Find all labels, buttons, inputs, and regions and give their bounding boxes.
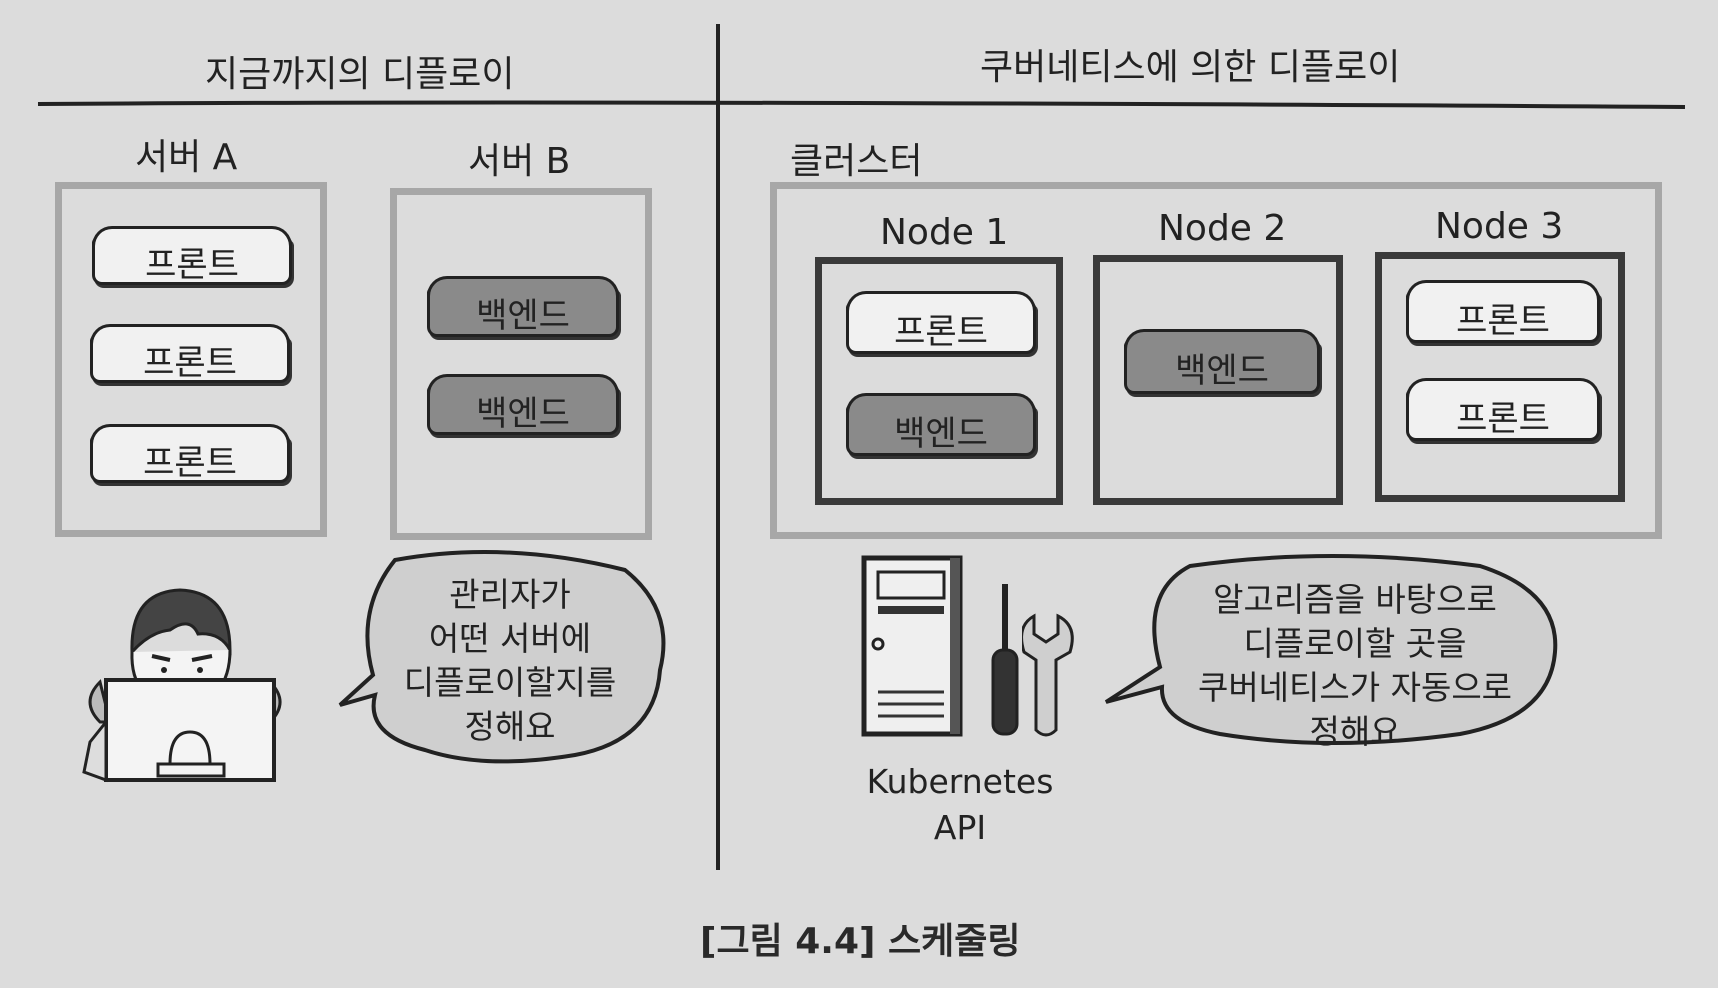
bubble-left-line: 어떤 서버에 [428, 619, 592, 658]
figure-caption: [그림 4.4] 스케줄링 [700, 921, 1021, 962]
admin-person-icon [82, 588, 282, 783]
bubble-right-line: 쿠버네티스가 자동으로 [1197, 668, 1513, 707]
bubble-right-line: 정해요 [1309, 712, 1401, 751]
bubble-left-line: 디플로이할지를 [403, 663, 617, 702]
node-2-box: 백엔드 [1093, 255, 1343, 505]
speech-bubble-right [1104, 554, 1558, 745]
node-1-box: 프론트 백엔드 [815, 257, 1063, 505]
node-3-box: 프론트 프론트 [1375, 252, 1625, 502]
frontend-block: 프론트 [1406, 378, 1600, 441]
api-label-line: API [933, 808, 987, 847]
cluster-label: 클러스터 [790, 141, 923, 182]
bubble-left-line: 정해요 [464, 707, 556, 746]
server-a-label: 서버 A [135, 137, 238, 178]
backend-block: 백엔드 [427, 374, 619, 435]
wrench-icon [1022, 613, 1074, 737]
frontend-block: 프론트 [90, 424, 290, 483]
cluster-box [770, 182, 1662, 539]
speech-bubble-left [338, 550, 666, 764]
screwdriver-icon [991, 584, 1019, 736]
node-3-label: Node 3 [1435, 206, 1564, 247]
left-heading: 지금까지의 디플로이 [205, 54, 515, 95]
right-heading: 쿠버네티스에 의한 디플로이 [980, 47, 1401, 88]
server-tower-icon [861, 555, 963, 737]
node-1-label: Node 1 [880, 212, 1009, 253]
server-b-box: 백엔드 백엔드 [390, 188, 652, 540]
api-label-line: Kubernetes [866, 762, 1054, 801]
node-2-label: Node 2 [1158, 208, 1287, 249]
bubble-right-line: 알고리즘을 바탕으로 [1213, 580, 1497, 619]
server-b-label: 서버 B [468, 141, 571, 182]
frontend-block: 프론트 [90, 324, 290, 383]
backend-block: 백엔드 [1124, 329, 1320, 394]
frontend-block: 프론트 [92, 226, 292, 285]
backend-block: 백엔드 [427, 276, 619, 337]
frontend-block: 프론트 [1406, 280, 1600, 343]
bubble-right-line: 디플로이할 곳을 [1243, 624, 1467, 663]
server-a-box: 프론트 프론트 프론트 [55, 182, 327, 537]
frontend-block: 프론트 [846, 291, 1036, 354]
backend-block: 백엔드 [846, 393, 1036, 456]
bubble-left-line: 관리자가 [449, 575, 571, 614]
